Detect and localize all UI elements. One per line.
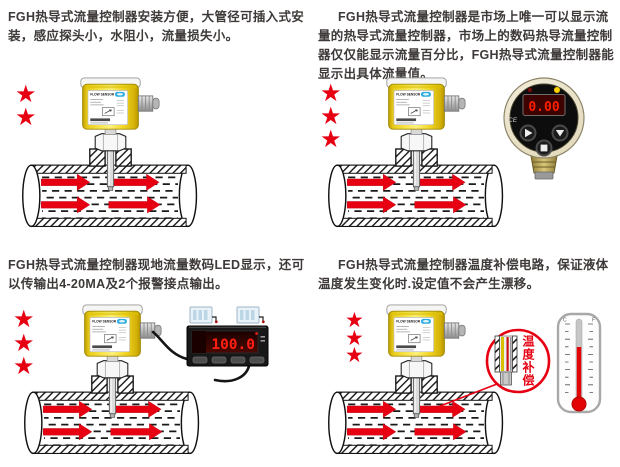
down-arrow-button: [555, 130, 565, 137]
gauge-display: [522, 94, 566, 116]
callout-label: 温度补偿: [521, 335, 535, 387]
star-icon: ★: [320, 80, 342, 107]
paragraph-output: FGH热导式流量控制器现地流量数码LED显示，还可以传输出4-20MA及2个报警…: [8, 258, 305, 291]
paragraph-compensation: FGH热导式流量控制器温度补偿电路，保证液体温度发生变化时.设定值不会产生漂移。: [318, 258, 609, 291]
meter-buttons: [192, 356, 265, 364]
meter-reading: 100.0: [211, 337, 255, 353]
output-cable: [213, 364, 251, 383]
relay-box: [189, 306, 218, 324]
scale-ticks-right: [588, 323, 593, 393]
power-led-icon: [553, 86, 561, 94]
led-panel-meter: 100.0: [186, 325, 269, 367]
gauge-fitting: [530, 155, 558, 180]
scale-label-c: C: [563, 318, 567, 324]
pipe-sensor-illustration: [322, 77, 529, 230]
scale-label-f: F: [592, 318, 595, 324]
digital-flow-gauge: 0.00 CE: [503, 77, 585, 180]
gauge-buttons: [519, 124, 569, 157]
star-icon: ★: [345, 327, 364, 350]
star-icon: ★: [320, 103, 342, 130]
callout-leader-line: [434, 383, 498, 409]
relay-box: [236, 306, 265, 324]
right-arrow-button: [525, 128, 533, 138]
gauge-reading: 0.00: [528, 100, 559, 115]
probe-cross-section: [494, 335, 518, 386]
thermometer: C F: [556, 312, 602, 414]
star-icon: ★: [15, 81, 37, 108]
star-icon: ★: [15, 104, 37, 131]
signal-cable: [151, 330, 189, 361]
remote-display-assembly: 100.0: [151, 306, 269, 383]
pipe-sensor-illustration: [16, 77, 223, 230]
alarm-led-icon: [527, 87, 533, 93]
mercury-bulb: [571, 396, 587, 412]
alarm-dot-icon: [255, 332, 258, 335]
mercury-column: [576, 347, 582, 403]
paragraph-display: FGH热导式流量控制器是市场上唯一可以显示流量的热导式流量控制器，市场上的数码热…: [318, 10, 615, 81]
star-icon: ★: [345, 309, 364, 332]
probe-callout: [434, 328, 551, 409]
set-button: [540, 144, 548, 152]
star-icon: ★: [345, 344, 364, 367]
ce-mark: CE: [508, 117, 518, 124]
star-icon: ★: [13, 330, 35, 357]
star-icon: ★: [13, 353, 35, 380]
scale-ticks-left: [565, 323, 570, 393]
star-icon: ★: [320, 126, 342, 153]
star-icon: ★: [13, 306, 35, 333]
paragraph-install: FGH热导式流量控制器安装方便，大管径可插入式安装，感应探头小，水阻小，流量损失…: [8, 10, 305, 43]
